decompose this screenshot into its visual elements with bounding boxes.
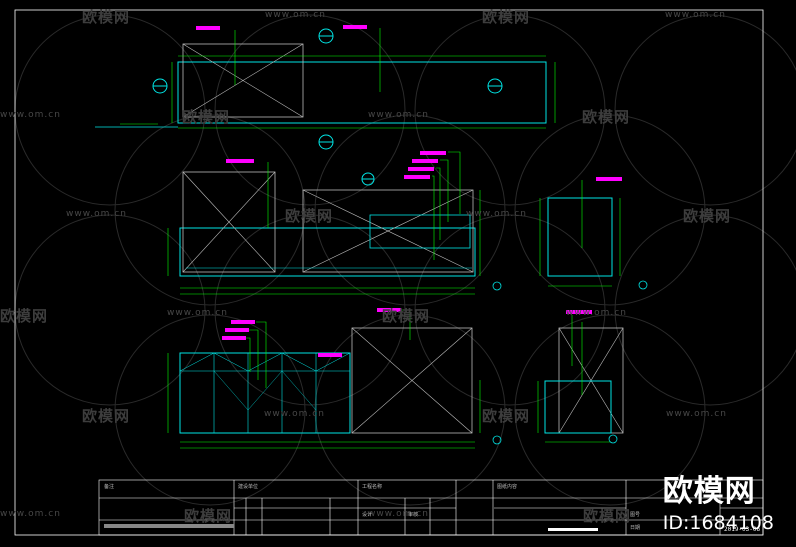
watermark-url: www.om.cn — [466, 209, 527, 219]
watermark-brand: 欧模网 — [482, 8, 531, 26]
watermark-url: www.om.cn — [264, 409, 325, 419]
title-label-date: 日期 — [630, 525, 641, 531]
watermark-brand: 欧模网 — [0, 307, 49, 325]
watermark-brand: 欧模网 — [285, 207, 334, 225]
title-block-bar-2 — [548, 528, 598, 531]
watermark-url: www.om.cn — [167, 308, 228, 318]
view-cabinet-elevation — [167, 308, 502, 449]
title-block-bar — [104, 524, 234, 528]
brand-id: ID:1684108 — [662, 512, 774, 534]
title-label-client: 建设单位 — [238, 484, 259, 490]
watermark-arcs — [14, 14, 796, 506]
watermark-brand: 欧模网 — [582, 108, 631, 126]
brand-overlay: 欧模网 ID:1684108 — [663, 466, 774, 534]
watermark-url: www.om.cn — [566, 308, 627, 318]
brand-name: 欧模网 — [662, 474, 756, 509]
watermark-url: www.om.cn — [0, 110, 61, 120]
title-label-content: 图纸内容 — [497, 484, 518, 490]
view-front-elevation — [167, 151, 502, 295]
watermark-brand: 欧模网 — [82, 8, 131, 26]
watermark-url: www.om.cn — [665, 10, 726, 20]
watermark-url: www.om.cn — [0, 509, 61, 519]
watermark-brand: 欧模网 — [482, 407, 531, 425]
title-label-design: 设计 — [362, 512, 373, 518]
watermark-brand: 欧模网 — [182, 108, 231, 126]
watermark-url: www.om.cn — [66, 209, 127, 219]
watermark-url: www.om.cn — [666, 409, 727, 419]
watermark-brand: 欧模网 — [82, 407, 131, 425]
watermark-brand: 欧模网 — [583, 507, 632, 525]
title-label-review: 审核 — [408, 512, 419, 518]
watermark-brand: 欧模网 — [184, 507, 233, 525]
title-label-drawing-no: 图号 — [630, 512, 641, 518]
title-date: 2019-03-06 — [724, 526, 761, 533]
watermark-url: www.om.cn — [265, 10, 326, 20]
watermark-brand: 欧模网 — [382, 307, 431, 325]
view-top-plan — [95, 25, 556, 150]
title-label-remarks: 备注 — [104, 484, 115, 490]
watermark-url: www.om.cn — [368, 110, 429, 120]
view-side-elevation-1 — [539, 177, 648, 290]
title-label-project: 工程名称 — [362, 484, 383, 490]
view-side-elevation-2 — [537, 310, 624, 444]
watermark-url: www.om.cn — [368, 509, 429, 519]
title-block — [98, 479, 764, 536]
watermark-brand: 欧模网 — [683, 207, 732, 225]
